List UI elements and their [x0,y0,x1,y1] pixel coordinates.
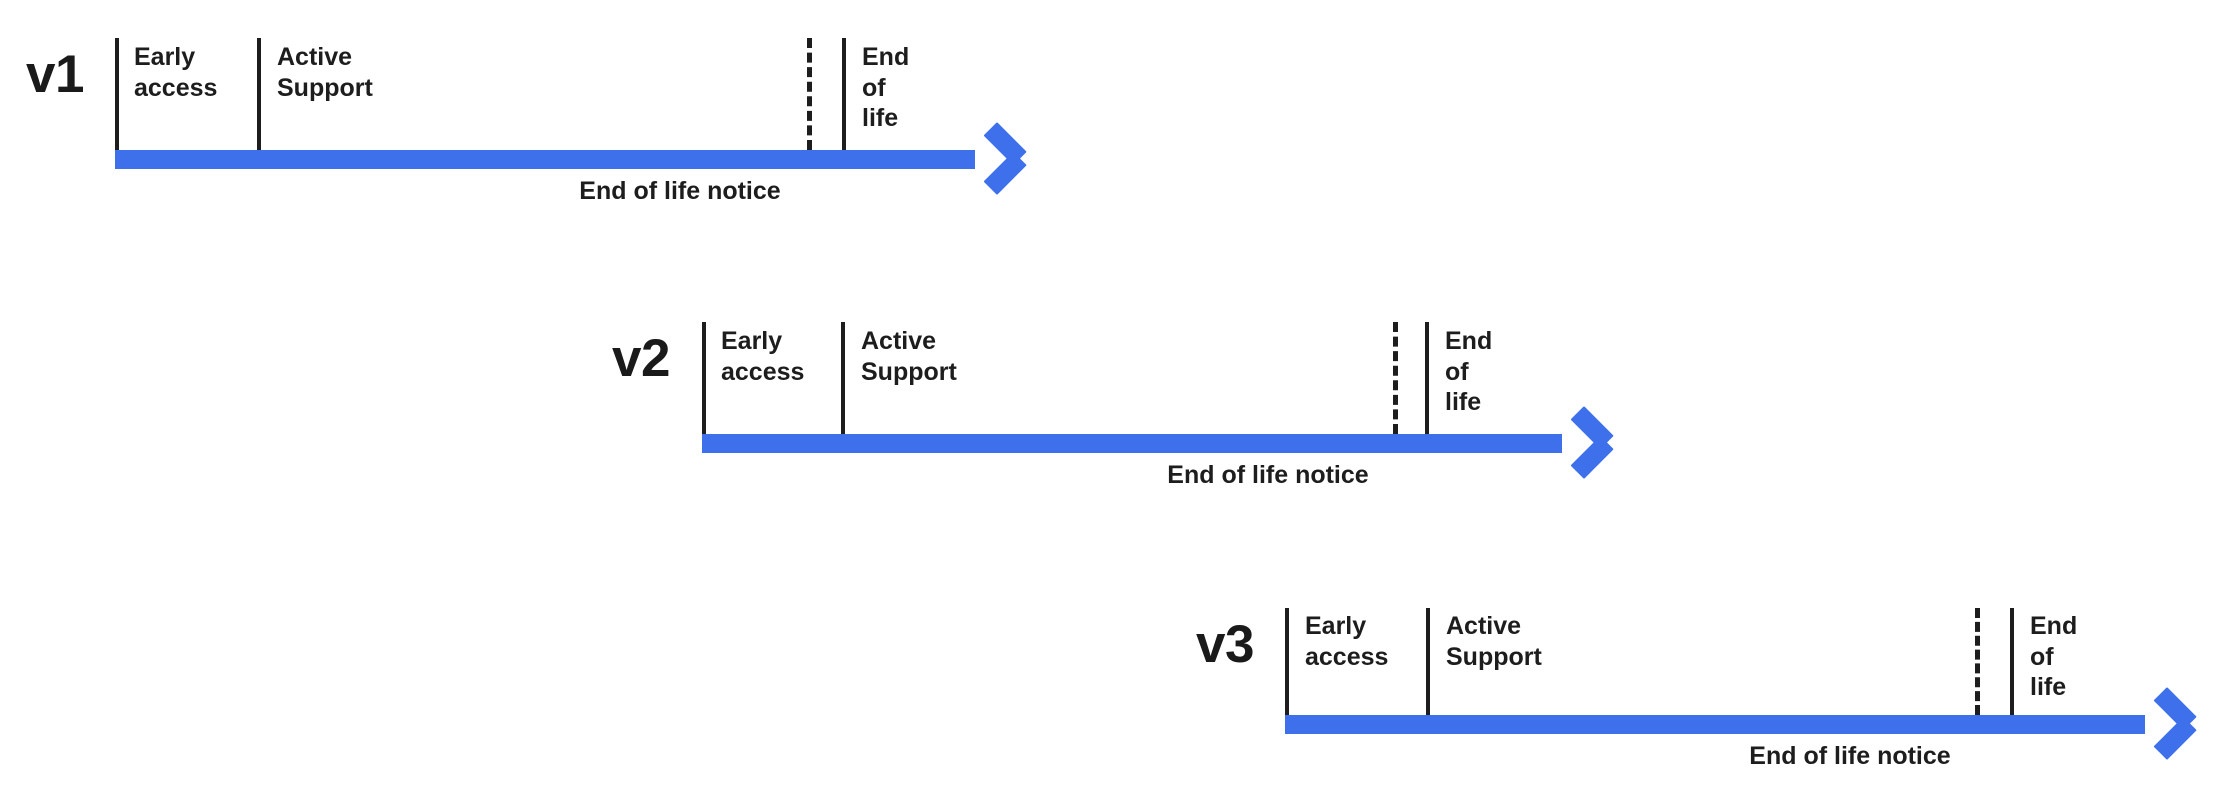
phase-label-end-of-life-v1: End of life [862,43,910,132]
early-access-start-line-v1 [115,38,119,150]
early-access-start-line-v2 [702,322,706,434]
active-support-start-line-v1 [257,38,261,150]
end-of-life-notice-label-v2: End of life notice [1167,461,1369,489]
end-of-life-notice-marker-v1 [807,38,812,150]
end-of-life-notice-marker-v3 [1975,608,1980,715]
end-of-life-start-line-v1 [842,38,846,150]
version-label-v2: v2 [612,329,670,388]
end-of-life-notice-label-v1: End of life notice [579,177,781,205]
timeline-bar-v2 [702,434,1562,453]
timeline-arrow-icon-v2 [1565,406,1614,479]
version-label-v1: v1 [26,45,84,104]
phase-label-active-support-v1: Active Support [277,43,373,102]
timeline-bar-v3 [1285,715,2145,734]
active-support-start-line-v3 [1426,608,1430,715]
timeline-bar-v1 [115,150,975,169]
timeline-arrow-icon-v1 [978,122,1027,195]
active-support-start-line-v2 [841,322,845,434]
timeline-arrow-icon-v3 [2148,687,2197,760]
end-of-life-start-line-v2 [1425,322,1429,434]
version-label-v3: v3 [1196,615,1254,674]
phase-label-early-access-v3: Early access [1305,612,1389,671]
end-of-life-start-line-v3 [2010,608,2014,715]
phase-label-active-support-v3: Active Support [1446,612,1542,671]
phase-label-end-of-life-v2: End of life [1445,327,1493,416]
end-of-life-notice-label-v3: End of life notice [1749,742,1951,770]
early-access-start-line-v3 [1285,608,1289,715]
phase-label-active-support-v2: Active Support [861,327,957,386]
phase-label-end-of-life-v3: End of life [2030,612,2078,701]
end-of-life-notice-marker-v2 [1393,322,1398,434]
phase-label-early-access-v1: Early access [134,43,218,102]
phase-label-early-access-v2: Early access [721,327,805,386]
